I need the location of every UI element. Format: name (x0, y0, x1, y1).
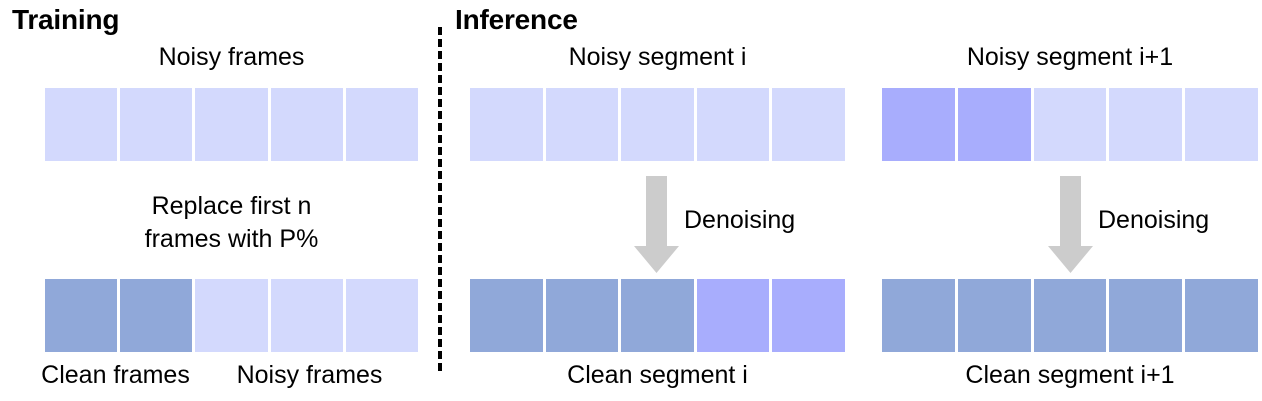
down-arrow-icon (634, 176, 679, 273)
inference-i1-frame-cell-3 (1033, 88, 1107, 161)
training-noisy-frames-label: Noisy frames (236, 361, 383, 389)
inference-i1-frame-cell-2 (957, 279, 1031, 352)
training-frame-cell-5 (345, 88, 419, 161)
training-frame-cell-4 (270, 88, 343, 161)
inference-i-frame-cell-5 (772, 88, 845, 161)
inference-i-frame-cell-3 (621, 88, 694, 161)
inference-i-bottom-caption: Clean segment i (567, 361, 748, 389)
inference-i-frame-cell-3 (621, 279, 694, 352)
inference-i-frame-cell-2 (545, 279, 619, 352)
inference-i1-frame-cell-1 (882, 88, 955, 161)
inference-i-denoising-label: Denoising (684, 206, 796, 234)
training-frame-cell-2 (120, 279, 193, 352)
inference-panel-title: Inference (455, 4, 578, 35)
inference-i-top-caption: Noisy segment i (568, 43, 747, 71)
training-panel-title: Training (12, 4, 120, 35)
vertical-dashed-divider (438, 27, 442, 371)
inference-i-noisy-strip (470, 88, 845, 161)
training-replace-caption: Replace first n frames with P% (45, 190, 418, 256)
training-frame-cell-1 (45, 279, 118, 352)
training-frame-cell-3 (195, 88, 268, 161)
inference-i-frame-cell-2 (545, 88, 619, 161)
training-frame-cell-1 (45, 88, 118, 161)
training-frame-cell-3 (195, 279, 268, 352)
inference-i1-frame-cell-5 (1185, 279, 1258, 352)
training-clean-frames-label: Clean frames (41, 361, 190, 389)
training-noisy-frames-strip (45, 88, 419, 161)
training-mixed-frames-strip (45, 279, 419, 352)
inference-i1-clean-strip (882, 279, 1258, 352)
inference-i-frame-cell-1 (470, 88, 543, 161)
inference-i1-frame-cell-2 (957, 88, 1031, 161)
inference-i1-frame-cell-4 (1109, 88, 1183, 161)
inference-i-frame-cell-4 (696, 88, 770, 161)
inference-i1-noisy-strip (882, 88, 1258, 161)
inference-i-frame-cell-4 (696, 279, 770, 352)
inference-i1-denoising-label: Denoising (1098, 206, 1210, 234)
inference-i1-frame-cell-5 (1185, 88, 1258, 161)
inference-i-frame-cell-1 (470, 279, 543, 352)
training-top-caption: Noisy frames (158, 43, 305, 71)
inference-i1-frame-cell-4 (1109, 279, 1183, 352)
inference-i1-bottom-caption: Clean segment i+1 (965, 361, 1175, 389)
down-arrow-icon (1048, 176, 1093, 273)
inference-i-frame-cell-5 (772, 279, 845, 352)
training-frame-cell-2 (120, 88, 193, 161)
inference-i1-top-caption: Noisy segment i+1 (966, 43, 1174, 71)
training-replace-caption-line2: frames with P% (144, 225, 319, 253)
inference-i-clean-strip (470, 279, 845, 352)
training-frame-cell-5 (345, 279, 419, 352)
inference-i1-frame-cell-1 (882, 279, 955, 352)
inference-i1-frame-cell-3 (1033, 279, 1107, 352)
training-frame-cell-4 (270, 279, 343, 352)
training-replace-caption-line1: Replace first n (151, 192, 312, 220)
